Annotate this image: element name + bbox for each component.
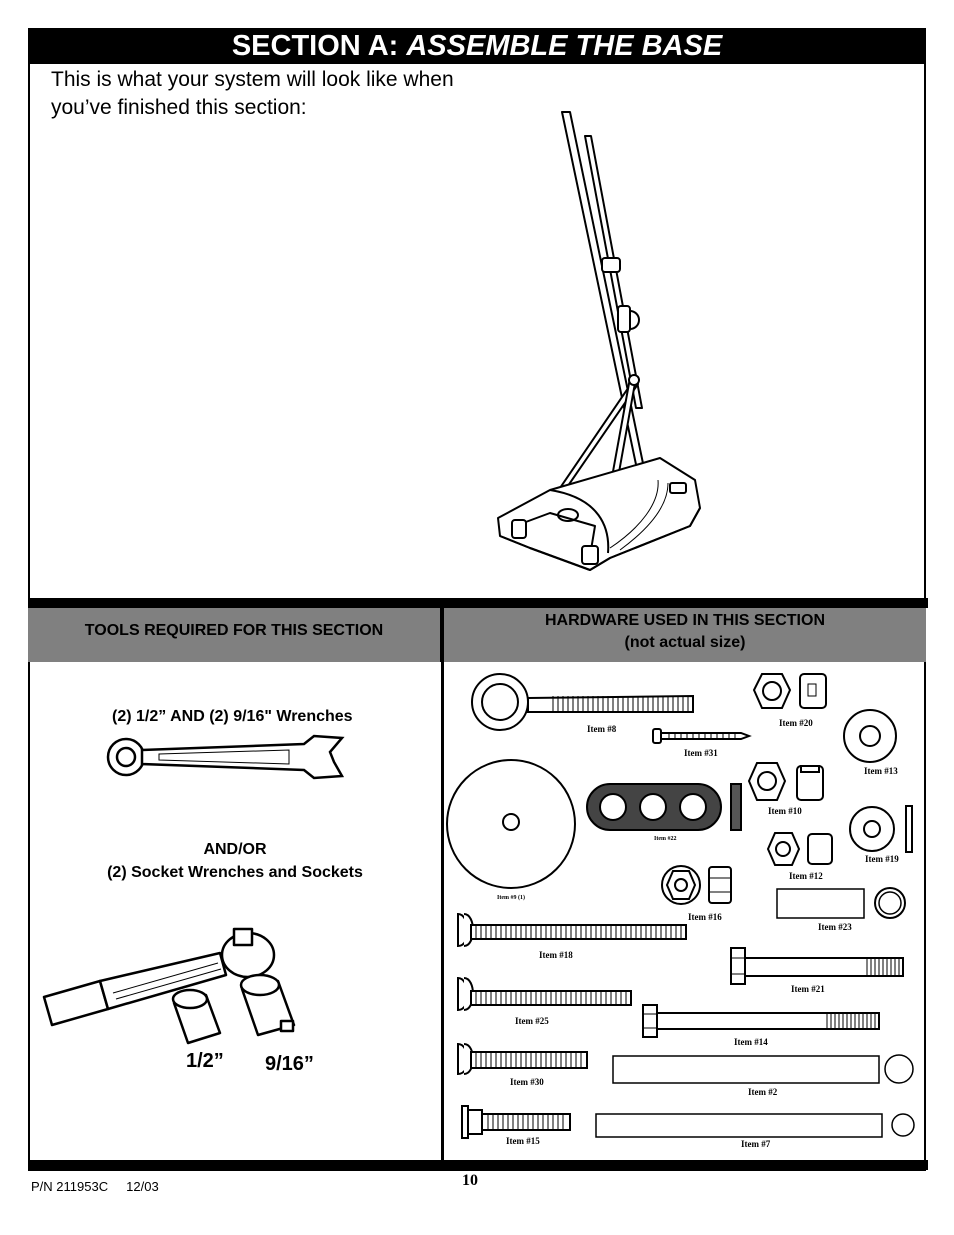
screw-icon: [652, 728, 752, 744]
spacer-side-icon: [730, 783, 742, 831]
assembled-base-illustration: [497, 111, 701, 571]
item12-label: Item #12: [789, 871, 823, 881]
page-number: 10: [462, 1172, 478, 1189]
spacer-block-icon: [586, 783, 722, 831]
item7-label: Item #7: [741, 1139, 771, 1149]
socket-wrench-icon: [42, 927, 296, 1045]
combination-wrench-icon: [106, 734, 345, 780]
socket-size-large: 9/16”: [265, 1053, 314, 1075]
carriage-bolt-short-icon: [457, 1042, 588, 1076]
item20-label: Item #20: [779, 718, 813, 728]
item16-label: Item #16: [688, 912, 722, 922]
item23-label: Item #23: [818, 922, 852, 932]
wrenches-label: (2) 1/2” AND (2) 9/16" Wrenches: [112, 708, 353, 725]
flat-washer-icon: [843, 709, 897, 763]
hardware-header-line2: (not actual size): [624, 634, 746, 651]
tools-header: TOOLS REQUIRED FOR THIS SECTION: [28, 608, 442, 662]
socket-size-small: 1/2”: [186, 1050, 224, 1072]
tube-long-icon: [612, 1054, 914, 1084]
item9-label: Item #9 (1): [497, 895, 525, 901]
washer-edge-icon: [849, 805, 913, 853]
flange-nut-icon: [661, 865, 732, 905]
item30-label: Item #30: [510, 1077, 544, 1087]
hex-nut-icon: [752, 673, 827, 709]
item19-label: Item #19: [865, 854, 899, 864]
item13-label: Item #13: [864, 766, 898, 776]
print-date: 12/03: [126, 1179, 159, 1194]
item14-label: Item #14: [734, 1037, 768, 1047]
andor-label: AND/OR: [203, 841, 267, 858]
item22-label: Item #22: [654, 836, 677, 842]
socket-label: (2) Socket Wrenches and Sockets: [107, 864, 363, 881]
large-washer-icon: [446, 759, 576, 889]
item10-label: Item #10: [768, 806, 802, 816]
item15-label: Item #15: [506, 1136, 540, 1146]
section-divider: [28, 598, 928, 608]
item21-label: Item #21: [791, 984, 825, 994]
item25-label: Item #25: [515, 1016, 549, 1026]
footer-part-number: P/N 211953C 12/03: [31, 1179, 159, 1194]
eye-bolt-icon: [471, 673, 694, 731]
bottom-rule: [28, 1160, 928, 1170]
item8-label: Item #8: [587, 724, 617, 734]
section-title: SECTION A: ASSEMBLE THE BASE: [28, 28, 926, 64]
sleeve-icon: [776, 887, 906, 919]
hardware-header-line1: HARDWARE USED IN THIS SECTION: [544, 612, 825, 629]
carriage-bolt-long-icon: [457, 912, 687, 948]
small-nut-icon: [766, 832, 833, 866]
section-name: ASSEMBLE THE BASE: [406, 30, 723, 62]
part-number: P/N 211953C: [31, 1179, 109, 1194]
tube-short-icon: [595, 1113, 915, 1138]
item18-label: Item #18: [539, 950, 573, 960]
intro-text: This is what your system will look like …: [51, 68, 454, 119]
section-prefix: SECTION A:: [231, 30, 399, 62]
lock-nut-icon: [747, 762, 824, 801]
hex-bolt-icon: [730, 947, 904, 985]
hex-bolt-long-icon: [642, 1004, 880, 1038]
column-divider: [441, 608, 444, 1163]
carriage-bolt-medium-icon: [457, 976, 632, 1012]
hardware-header: HARDWARE USED IN THIS SECTION (not actua…: [444, 608, 926, 662]
item31-label: Item #31: [684, 748, 718, 758]
flange-bolt-icon: [461, 1105, 571, 1139]
item2-label: Item #2: [748, 1087, 778, 1097]
